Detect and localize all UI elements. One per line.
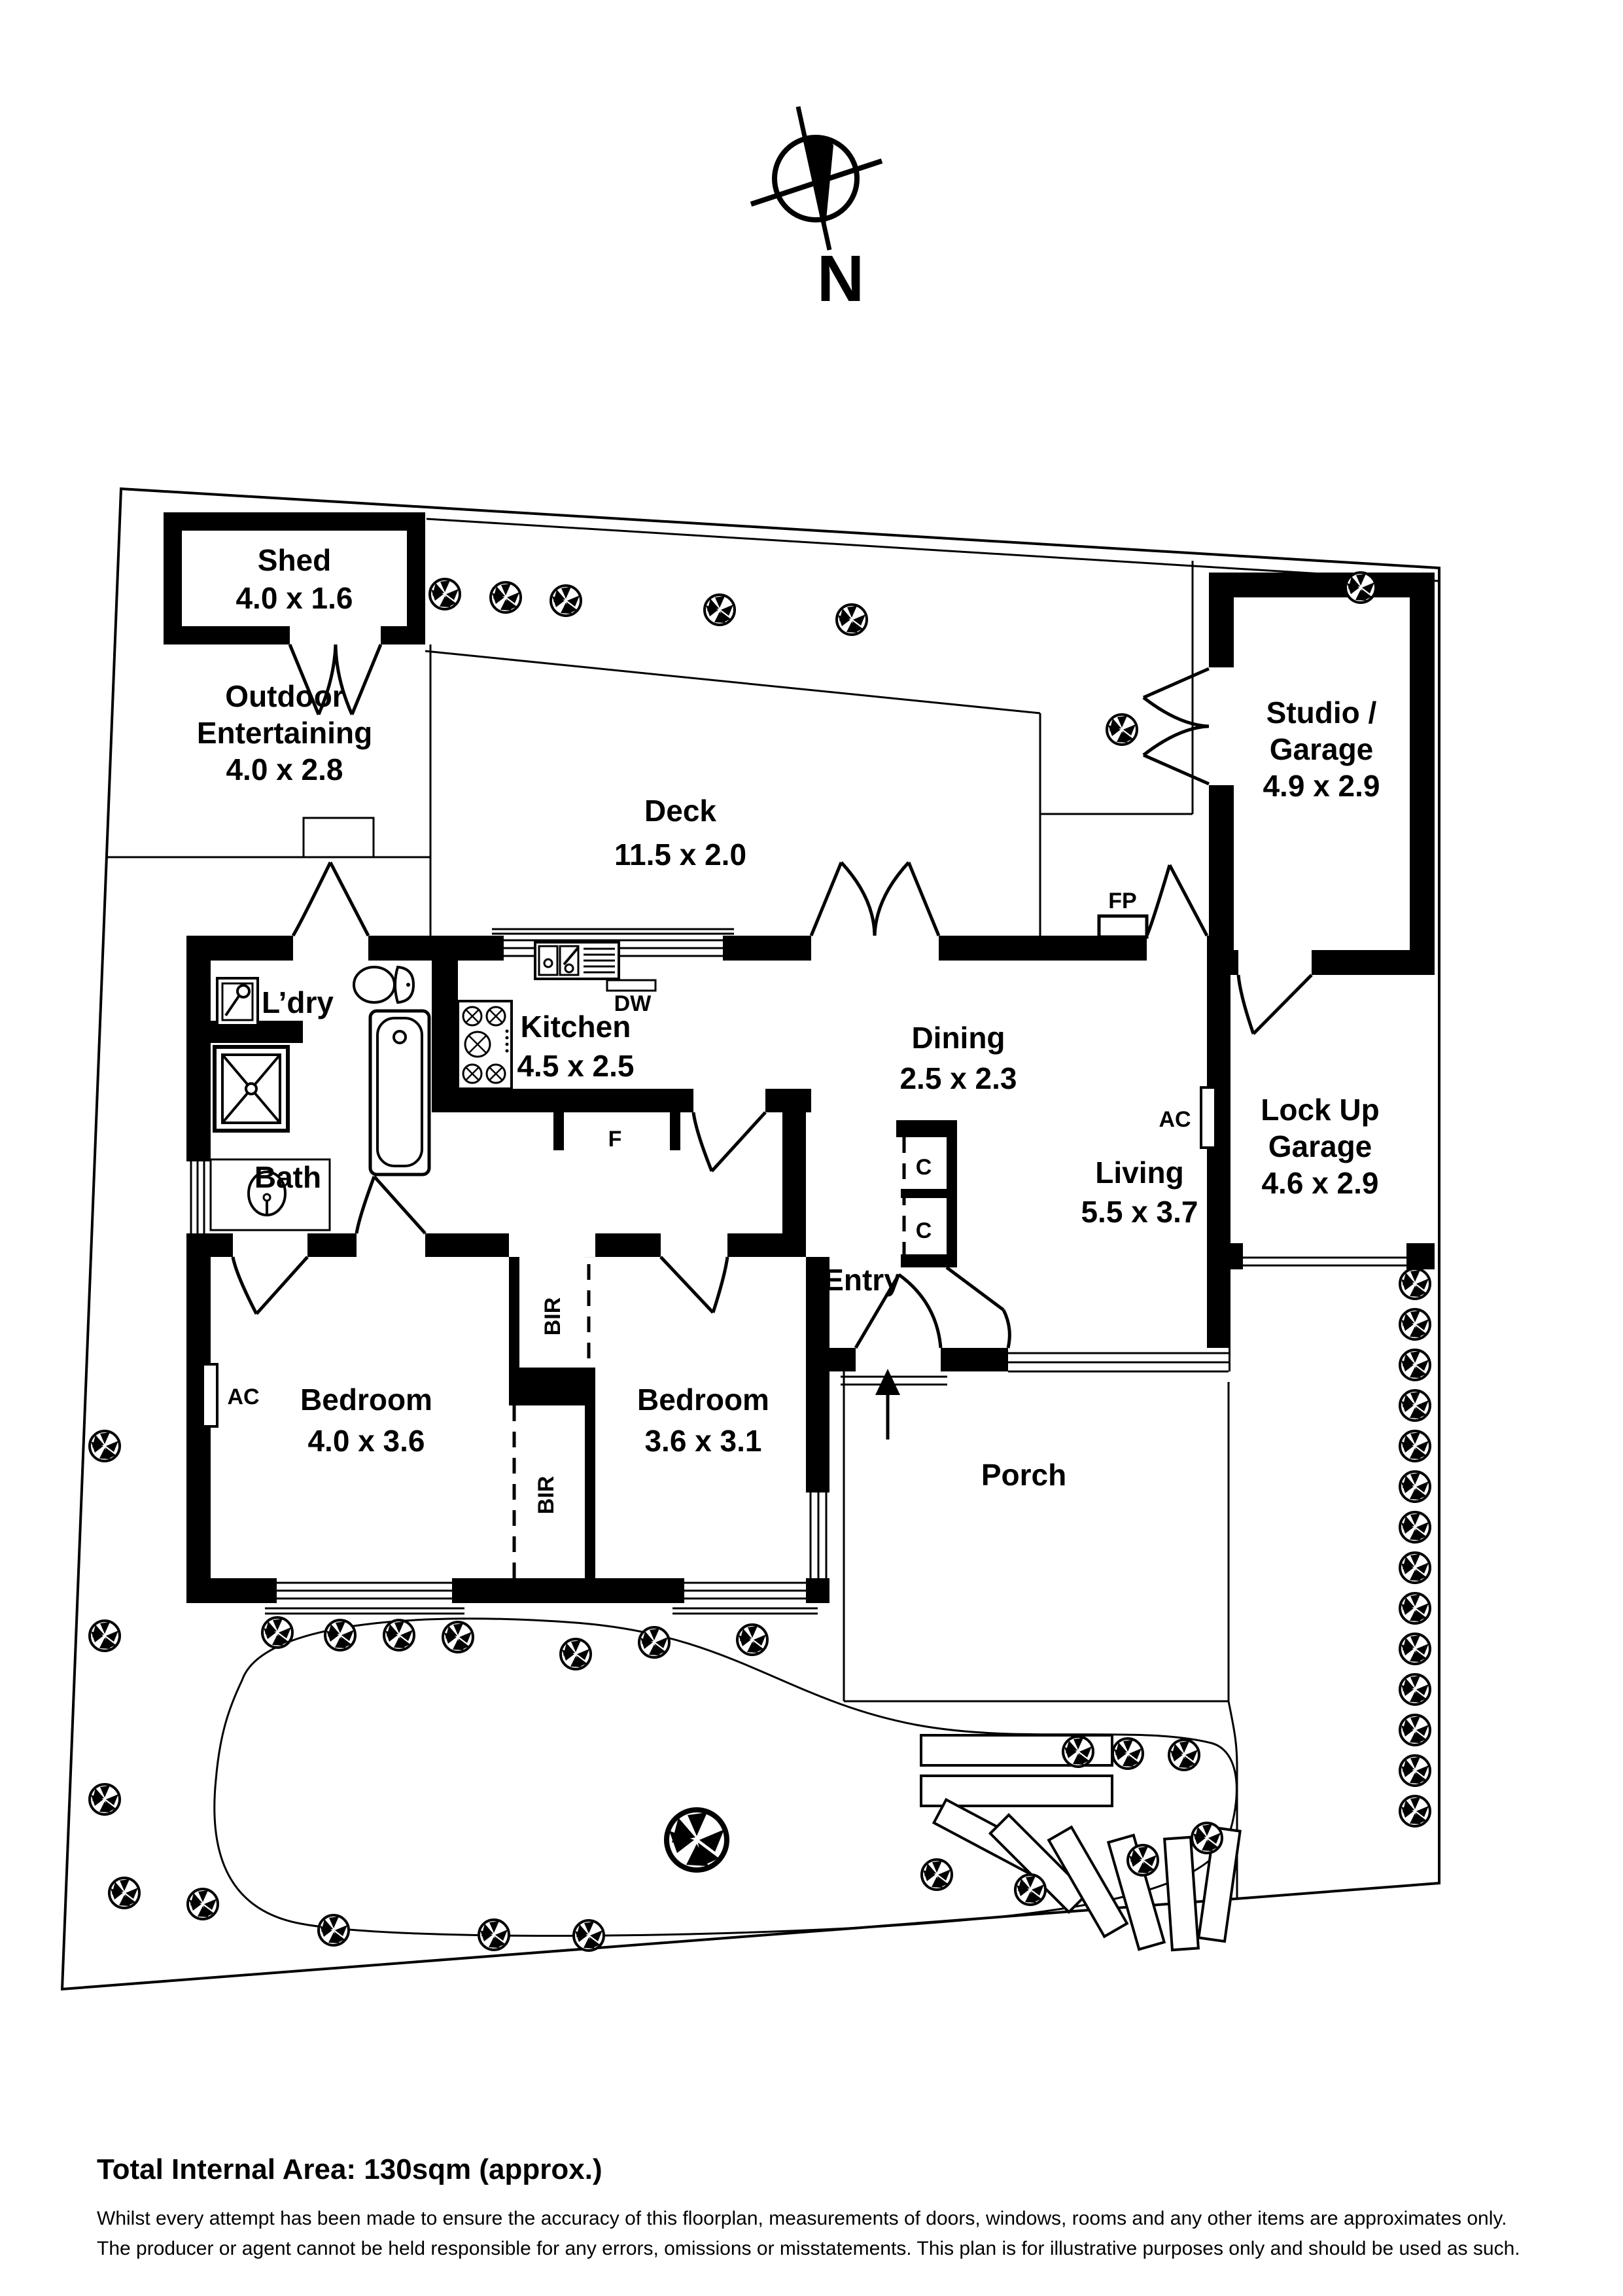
room-outdoor-entertaining: Outdoor Entertaining 4.0 x 2.8 — [197, 679, 372, 786]
property-boundary — [60, 487, 1440, 1991]
entry-arrow — [875, 1369, 900, 1439]
living-forecourt-door — [1145, 864, 1209, 937]
bedroom2-door — [659, 1256, 729, 1314]
closet-label-1: C — [916, 1155, 932, 1180]
robe-label-1: BIR — [540, 1298, 565, 1336]
bedroom1-ac: AC — [201, 1363, 260, 1428]
bedroom1-dims: 4.0 x 3.6 — [307, 1424, 425, 1458]
living-ac: AC — [1159, 1086, 1217, 1149]
laundry-exterior-door — [291, 861, 370, 937]
deck-dims: 11.5 x 2.0 — [614, 838, 746, 872]
shower — [213, 1045, 290, 1133]
porch-label: Porch — [981, 1458, 1066, 1492]
total-area-text: Total Internal Area: 130sqm (approx.) — [97, 2153, 602, 2185]
bedroom1-door — [231, 1256, 309, 1315]
dishwasher: DW — [606, 979, 657, 1016]
studio-label-2: Garage — [1270, 732, 1374, 766]
cooktop — [457, 1000, 513, 1090]
kitchen-label: Kitchen — [521, 1010, 631, 1044]
lockup-label-2: Garage — [1268, 1129, 1372, 1163]
large-tree — [667, 1810, 727, 1870]
interior-walls: F C C BIR BIR — [186, 961, 957, 1578]
closet-label-2: C — [916, 1218, 932, 1243]
outdoor-label-2: Entertaining — [197, 716, 372, 750]
shed-dims: 4.0 x 1.6 — [236, 581, 353, 615]
deck-label: Deck — [644, 794, 716, 828]
outdoor-dims: 4.0 x 2.8 — [226, 752, 343, 786]
bath-label: Bath — [254, 1160, 321, 1194]
garage-internal-door — [1236, 974, 1313, 1035]
bedroom2-dims: 3.6 x 3.1 — [644, 1424, 761, 1458]
dining-dims: 2.5 x 2.3 — [899, 1061, 1017, 1095]
studio-label-1: Studio / — [1266, 696, 1377, 730]
bedroom2-side-window — [806, 1492, 829, 1578]
house-walls: FP — [186, 889, 1435, 1603]
fridge-label: F — [608, 1127, 622, 1152]
room-shed: Shed 4.0 x 1.6 — [164, 512, 425, 716]
living-label: Living — [1095, 1156, 1183, 1190]
living-dims: 5.5 x 3.7 — [1081, 1195, 1198, 1229]
dishwasher-label: DW — [614, 991, 652, 1016]
disclaimer-line-1: Whilst every attempt has been made to en… — [97, 2208, 1507, 2229]
kitchen-hall-door — [691, 1111, 767, 1173]
laundry-trough — [216, 977, 259, 1027]
entry-living-door — [945, 1265, 1011, 1349]
disclaimer-line-2: The producer or agent cannot be held res… — [97, 2238, 1520, 2259]
dining-label: Dining — [911, 1021, 1005, 1055]
lockup-label-1: Lock Up — [1261, 1093, 1379, 1127]
driveway-trees — [1399, 1267, 1431, 1828]
bedroom1-label: Bedroom — [300, 1383, 432, 1417]
fireplace-label: FP — [1108, 889, 1136, 913]
doors — [231, 861, 1313, 1439]
dining-double-door — [809, 861, 941, 936]
toilet — [353, 965, 415, 1004]
entry-label: Entry — [824, 1263, 901, 1297]
bedroom1-window — [265, 1578, 464, 1615]
kitchen-sink — [534, 941, 620, 980]
shed-label: Shed — [258, 543, 331, 577]
bedroom2-window — [672, 1578, 818, 1615]
compass-rose: N — [750, 106, 883, 315]
bath-window — [186, 1161, 211, 1233]
footer: Total Internal Area: 130sqm (approx.) Wh… — [97, 2153, 1520, 2259]
fireplace — [1097, 914, 1149, 939]
room-studio-garage: Studio / Garage 4.9 x 2.9 — [1142, 573, 1435, 975]
studio-double-door — [1142, 667, 1210, 786]
windows — [186, 928, 1229, 1615]
fixtures: DW AC — [201, 941, 1217, 1428]
entry-front-door — [854, 1273, 943, 1349]
bath-door — [355, 1175, 427, 1235]
compass-north-label: N — [817, 242, 864, 315]
living-ac-label: AC — [1159, 1107, 1191, 1132]
compass-needle — [803, 135, 833, 233]
room-deck: Deck 11.5 x 2.0 — [614, 794, 746, 872]
bedroom2-label: Bedroom — [637, 1383, 769, 1417]
room-labels: L’dry Kitchen 4.5 x 2.5 Dining 2.5 x 2.3… — [254, 985, 1380, 1492]
bathtub — [368, 1009, 431, 1176]
outdoor-label-1: Outdoor — [225, 679, 343, 713]
ldry-label: L’dry — [262, 985, 334, 1019]
bath-basin — [209, 1158, 331, 1231]
kitchen-dims: 4.5 x 2.5 — [517, 1049, 634, 1083]
robe-label-2: BIR — [534, 1476, 559, 1515]
living-window — [1008, 1348, 1229, 1378]
studio-dims: 4.9 x 2.9 — [1263, 769, 1380, 803]
front-steps — [920, 1734, 1242, 1952]
shed-double-door — [288, 644, 383, 716]
bedroom1-ac-label: AC — [227, 1385, 259, 1409]
lockup-dims: 4.6 x 2.9 — [1261, 1166, 1378, 1200]
